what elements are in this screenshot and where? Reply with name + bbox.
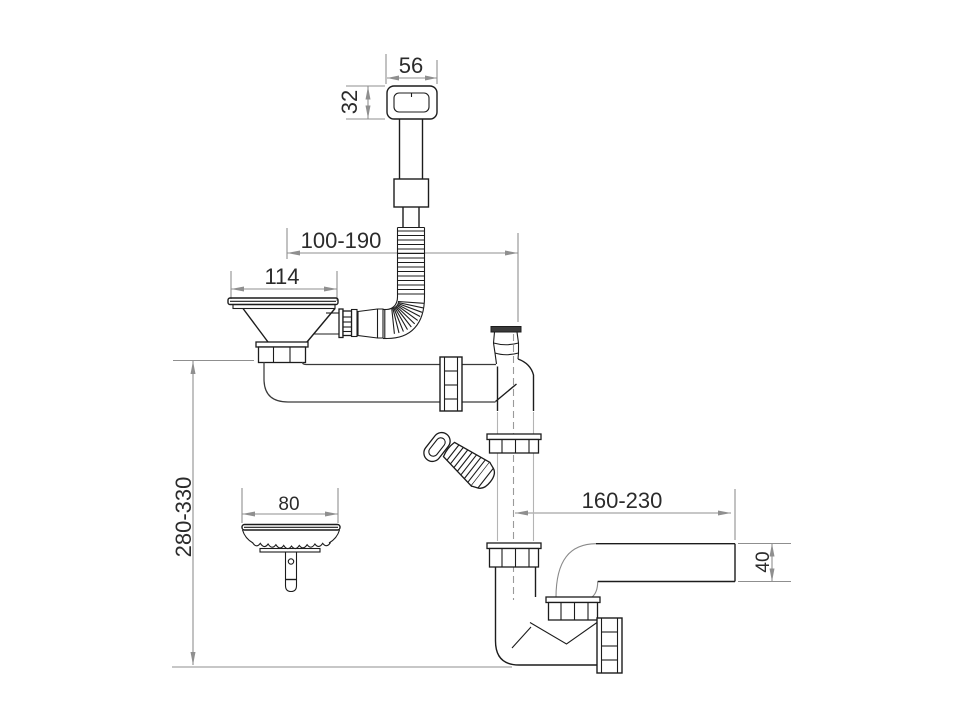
dim-label-overflow-height: 32 [337, 90, 362, 114]
overflow-cap [386, 85, 438, 120]
drain-flange [227, 297, 339, 343]
dim-label-flange-diameter: 114 [264, 264, 299, 289]
dim-label-strainer-diameter: 80 [278, 494, 299, 515]
dim-outlet-diameter: 40 [738, 542, 791, 583]
overflow-stem [398, 119, 424, 179]
overflow-slide-block [393, 178, 430, 208]
dim-overflow-offset: 100-190 [286, 228, 519, 322]
trap-outlet-nut [545, 596, 601, 621]
overflow-pipe-stub [402, 207, 420, 228]
dim-label-height-range: 280-330 [171, 477, 196, 558]
dim-label-outlet-offset: 160-230 [582, 488, 663, 513]
strainer-scalloped-edge [252, 542, 331, 550]
hose-ribs-vertical [397, 230, 425, 295]
trap-side-nut [596, 617, 623, 674]
hidden-pipe-edges [496, 412, 535, 541]
hose-ribs-bend [391, 300, 424, 334]
dim-label-overflow-offset: 100-190 [301, 228, 382, 253]
dim-overflow-height: 32 [337, 85, 385, 120]
dim-overflow-width: 56 [385, 53, 438, 84]
dim-outlet-offset: 160-230 [515, 488, 736, 540]
outlet-pipe [596, 543, 736, 583]
hose-adapter [357, 308, 384, 339]
outlet-elbow [555, 543, 599, 598]
tee-junction [490, 326, 535, 411]
strainer-pin-hole [287, 558, 295, 565]
flange-nut [255, 341, 309, 364]
tailpipe-nut [439, 356, 463, 412]
trap-body [494, 567, 598, 666]
dim-flange-diameter: 114 [230, 264, 338, 301]
tailpipe [263, 361, 496, 403]
dim-label-outlet-diameter: 40 [753, 551, 774, 572]
cone-seal [442, 441, 496, 489]
dim-label-overflow-width: 56 [399, 53, 423, 78]
strainer-basket [241, 523, 341, 593]
dim-height-range: 280-330 [171, 359, 512, 668]
dim-strainer-diameter: 80 [241, 488, 339, 523]
seal-ring [423, 431, 451, 463]
trap-inlet-nut [486, 542, 542, 568]
overflow-outlet-stub [314, 312, 339, 335]
appliance-inlet-cap [490, 326, 522, 333]
compression-nut [486, 433, 542, 454]
hose-collar-ring [350, 308, 358, 338]
hose-nut [338, 308, 353, 339]
corrugated-hose [383, 226, 426, 340]
